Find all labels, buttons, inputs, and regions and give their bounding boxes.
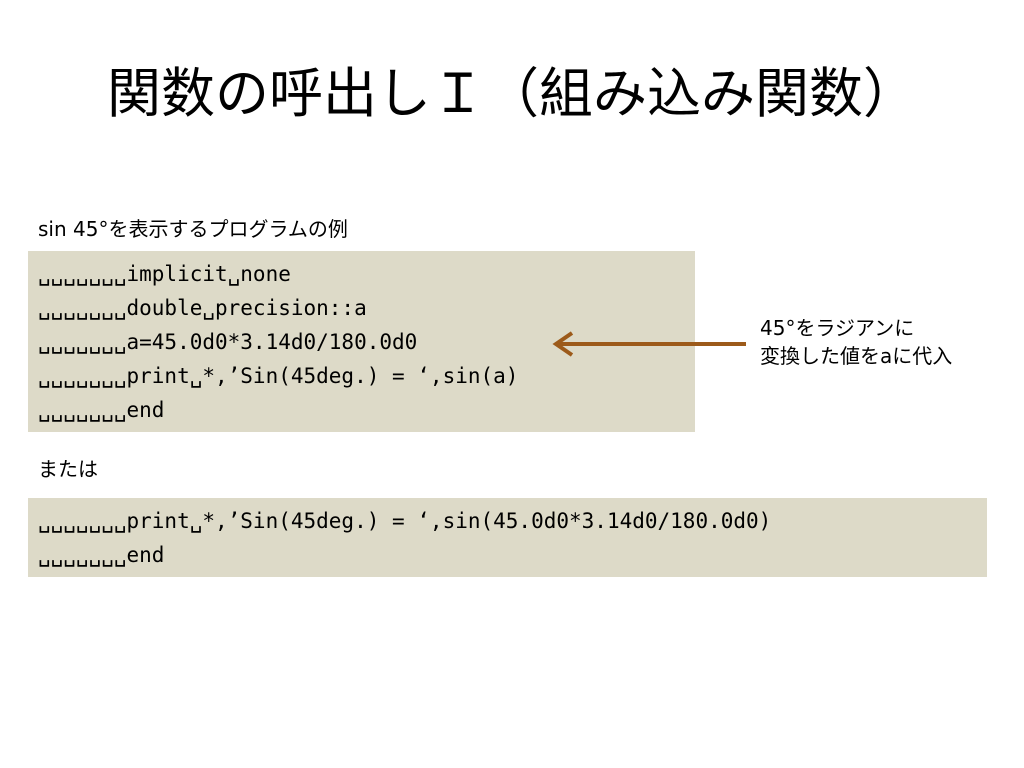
code-line: ␣␣␣␣␣␣␣end: [38, 543, 165, 567]
alternative-caption: または: [38, 457, 98, 481]
annotation-line-2: 変換した値をaに代入: [760, 344, 953, 368]
code-line: ␣␣␣␣␣␣␣end: [38, 398, 165, 422]
example-caption: sin 45°を表示するプログラムの例: [38, 217, 348, 241]
annotation-note: 45°をラジアンに 変換した値をaに代入: [760, 314, 952, 370]
code-block-1: ␣␣␣␣␣␣␣implicit␣none ␣␣␣␣␣␣␣double␣preci…: [28, 251, 695, 432]
code-block-2: ␣␣␣␣␣␣␣print␣*,’Sin(45deg.) = ‘,sin(45.0…: [28, 498, 987, 577]
annotation-line-1: 45°をラジアンに: [760, 316, 915, 340]
code-line: ␣␣␣␣␣␣␣implicit␣none: [38, 262, 291, 286]
arrow-head-icon: [552, 331, 574, 357]
code-line: ␣␣␣␣␣␣␣a=45.0d0*3.14d0/180.0d0: [38, 330, 418, 354]
annotation-arrow: [552, 331, 746, 357]
code-line: ␣␣␣␣␣␣␣double␣precision::a: [38, 296, 367, 320]
code-line: ␣␣␣␣␣␣␣print␣*,’Sin(45deg.) = ‘,sin(45.0…: [38, 509, 772, 533]
slide-title: 関数の呼出しＩ（組み込み関数）: [107, 62, 917, 125]
code-line: ␣␣␣␣␣␣␣print␣*,’Sin(45deg.) = ‘,sin(a): [38, 364, 519, 388]
